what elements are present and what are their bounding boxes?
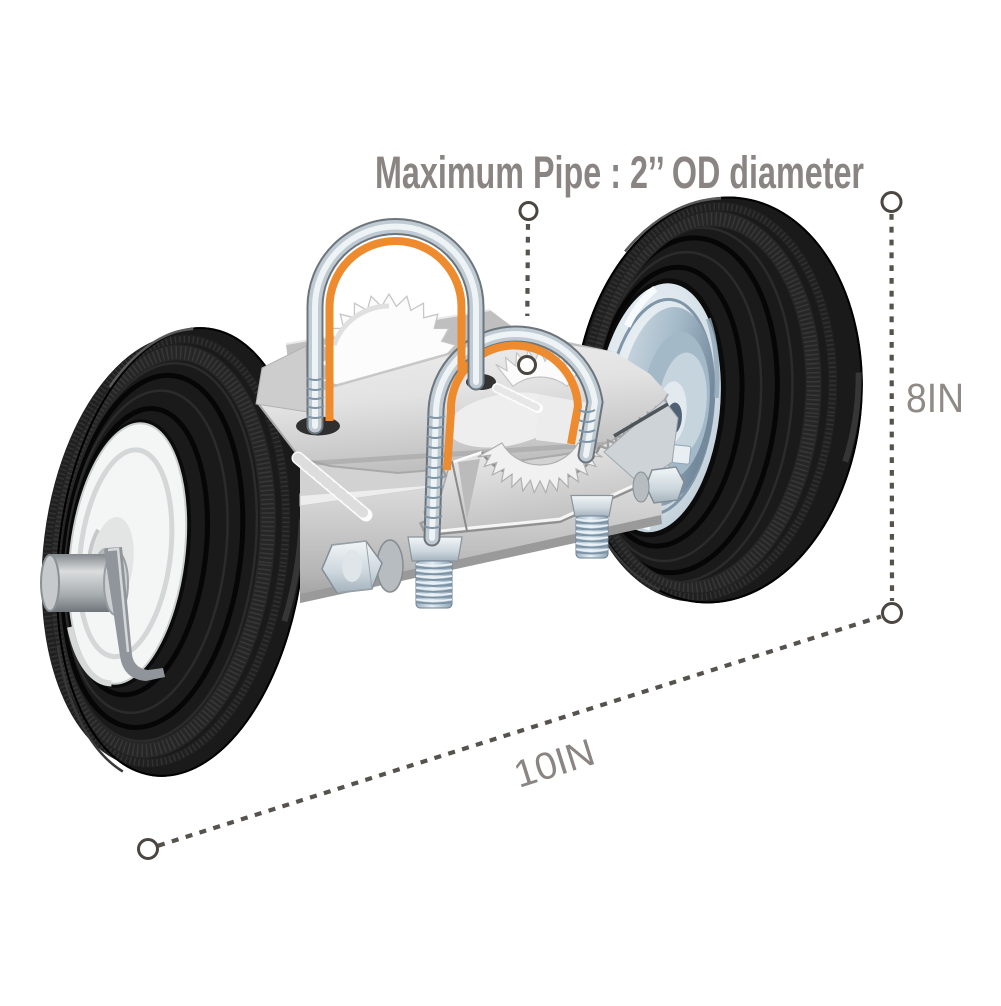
- svg-text:8IN: 8IN: [906, 375, 964, 421]
- svg-text:Maximum Pipe : 2’’ OD diameter: Maximum Pipe : 2’’ OD diameter: [375, 147, 864, 198]
